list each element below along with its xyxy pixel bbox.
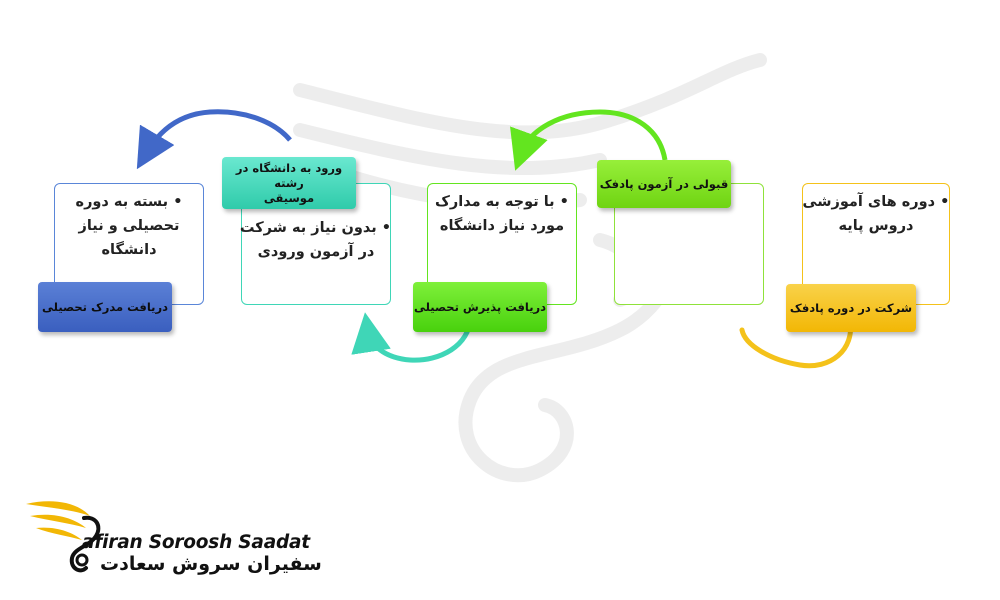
card-step-5-text: • بسته به دوره تحصیلی و نیاز دانشگاه	[54, 190, 204, 262]
arrow-teal-bottom	[351, 312, 473, 363]
label-step-5: دریافت مدرک تحصیلی	[38, 282, 172, 332]
label-step-4: ورود به دانشگاه در رشته موسیقی	[222, 157, 356, 209]
label-step-1-text: شرکت در دوره پادفک	[789, 301, 913, 315]
label-step-5-text: دریافت مدرک تحصیلی	[42, 300, 168, 314]
step-1-line-1: دوره های آموزشی	[802, 194, 936, 210]
card-step-3-text: • با توجه به مدارک مورد نیاز دانشگاه	[427, 190, 577, 238]
arrow-gold	[739, 317, 854, 369]
step-5-line-2: تحصیلی و نیاز	[78, 218, 180, 234]
golden-wing-swan-icon	[26, 501, 101, 573]
bullet: •	[381, 220, 391, 236]
label-step-4-line-1: ورود به دانشگاه در رشته	[235, 160, 343, 190]
arrow-blue-top	[136, 109, 292, 170]
step-3-line-2: مورد نیاز دانشگاه	[439, 218, 565, 234]
label-step-4-line-2: موسیقی	[263, 190, 315, 205]
bullet: •	[940, 194, 950, 210]
card-step-4-text: • بدون نیاز به شرکت در آزمون ورودی	[239, 216, 391, 264]
step-4-line-1: بدون نیاز به شرکت	[239, 220, 377, 236]
brand-name-en: afiran Soroosh Saadat	[82, 532, 310, 553]
bullet: •	[559, 194, 569, 210]
step-5-line-3: دانشگاه	[101, 242, 157, 258]
arrow-green-top	[510, 109, 668, 171]
card-step-1-text: • دوره های آموزشی دروس پایه	[802, 190, 950, 238]
label-step-2: قبولی در آزمون پادفک	[597, 160, 731, 208]
step-5-line-1: بسته به دوره	[75, 194, 169, 210]
label-step-1: شرکت در دوره پادفک	[786, 284, 916, 332]
bullet: •	[173, 194, 183, 210]
step-3-line-1: با توجه به مدارک	[435, 194, 555, 210]
brand-name-fa: سفیران سروش سعادت	[100, 553, 322, 575]
label-step-2-text: قبولی در آزمون پادفک	[599, 177, 729, 191]
step-4-line-2: در آزمون ورودی	[257, 244, 375, 260]
label-step-3-text: دریافت پذیرش تحصیلی	[413, 300, 547, 314]
label-step-3: دریافت پذیرش تحصیلی	[413, 282, 547, 332]
step-1-line-2: دروس پایه	[838, 218, 914, 234]
